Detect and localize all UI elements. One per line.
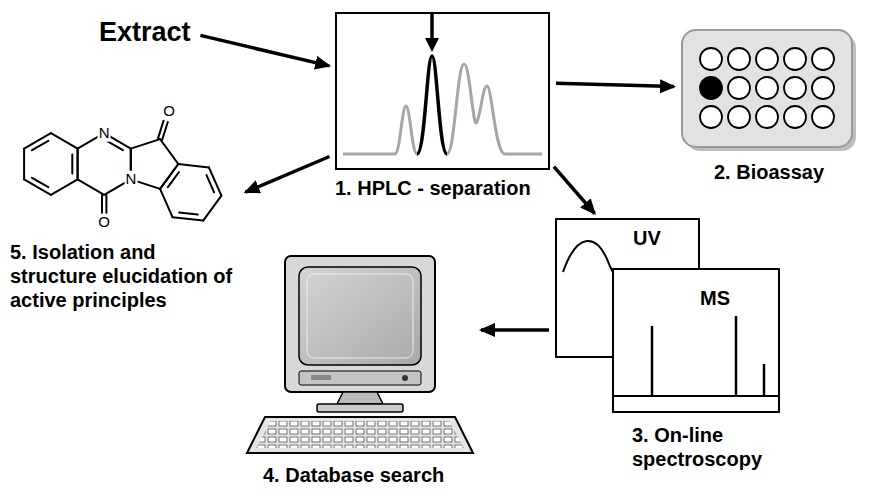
ms-bars bbox=[614, 270, 778, 411]
bond bbox=[77, 149, 79, 180]
bond bbox=[178, 164, 209, 167]
power-button bbox=[402, 375, 408, 381]
ms-baseline bbox=[614, 395, 778, 397]
atom-label: O bbox=[97, 214, 111, 231]
computer-box: 4. Database search bbox=[245, 252, 475, 457]
bond bbox=[51, 179, 78, 194]
bond bbox=[173, 217, 204, 220]
flow-arrow bbox=[554, 167, 595, 214]
carbonyl-bond bbox=[101, 195, 103, 213]
flow-arrow bbox=[481, 328, 549, 332]
bond bbox=[203, 196, 221, 221]
carbonyl-bond bbox=[158, 121, 164, 139]
monitor-base bbox=[317, 404, 403, 412]
double-bond bbox=[179, 213, 198, 215]
node-title: 5. Isolation and structure elucidation o… bbox=[10, 240, 240, 312]
node-title: 4. Database search bbox=[263, 463, 444, 487]
bond bbox=[160, 164, 178, 189]
chromatogram bbox=[337, 14, 548, 168]
atom-label: N bbox=[98, 125, 111, 142]
ms-peak bbox=[735, 316, 738, 396]
ms-box: MS3. On-line spectroscopy bbox=[612, 268, 780, 413]
monitor-panel bbox=[299, 371, 421, 385]
well-plate bbox=[680, 28, 858, 153]
double-bond bbox=[107, 141, 123, 150]
node-title: MS bbox=[700, 286, 730, 310]
double-bond bbox=[32, 178, 48, 187]
input-label: Extract bbox=[95, 14, 195, 50]
node-title: Extract bbox=[95, 14, 195, 50]
carbonyl-bond bbox=[105, 195, 107, 213]
monitor-case bbox=[285, 256, 435, 392]
peak-pointer-head bbox=[425, 38, 439, 52]
screen-glare bbox=[307, 274, 413, 358]
keyboard bbox=[247, 417, 473, 453]
flow-arrow bbox=[200, 35, 329, 66]
keyboard-keys bbox=[256, 421, 464, 448]
bond bbox=[160, 164, 178, 189]
atom-label: N bbox=[124, 171, 137, 188]
double-bond bbox=[71, 155, 73, 174]
flow-arrow bbox=[556, 83, 674, 86]
computer bbox=[245, 252, 475, 457]
flow-arrow bbox=[246, 157, 330, 193]
bond bbox=[131, 139, 160, 149]
plate-body bbox=[682, 30, 852, 147]
monitor-neck bbox=[337, 392, 383, 404]
peak-pointer bbox=[430, 14, 434, 40]
ms-peak bbox=[763, 364, 766, 396]
bonds bbox=[24, 121, 221, 221]
active-peak bbox=[417, 56, 447, 154]
double-bond bbox=[32, 141, 48, 150]
drive-slot bbox=[311, 375, 331, 380]
double-bond bbox=[207, 175, 215, 192]
atom-label: O bbox=[162, 103, 176, 120]
bioassay-plate: 2. Bioassay bbox=[680, 28, 858, 153]
hplc-box: 1. HPLC - separation bbox=[335, 12, 550, 170]
bond bbox=[51, 133, 78, 148]
double-bond bbox=[168, 172, 179, 187]
bond bbox=[209, 167, 222, 195]
node-caption: 3. On-line spectroscopy bbox=[632, 423, 782, 471]
bond bbox=[160, 139, 178, 164]
wells bbox=[700, 48, 834, 128]
structure-box: 5. Isolation and structure elucidation o… bbox=[10, 100, 240, 235]
node-title: UV bbox=[633, 226, 661, 250]
ms-peak bbox=[651, 326, 654, 396]
bond bbox=[78, 179, 105, 194]
node-title: 1. HPLC - separation bbox=[335, 176, 531, 200]
molecule bbox=[10, 100, 240, 235]
node-title: 2. Bioassay bbox=[680, 160, 858, 184]
bond bbox=[77, 149, 79, 180]
monitor-screen bbox=[299, 267, 421, 365]
bond bbox=[160, 189, 172, 217]
bond bbox=[23, 149, 25, 180]
